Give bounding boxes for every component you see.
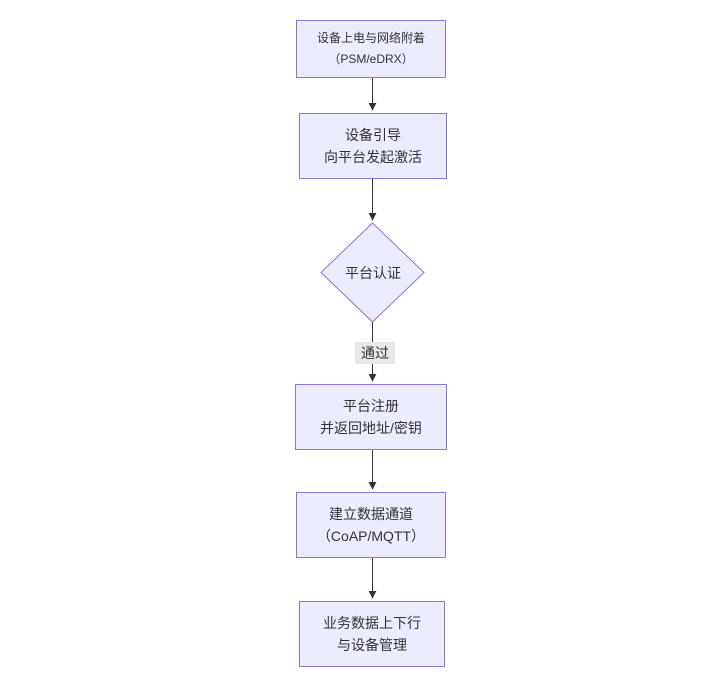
node-bootstrap-line2: 向平台发起激活 — [324, 149, 422, 165]
node-bootstrap: 设备引导 向平台发起激活 — [299, 113, 447, 179]
node-auth-line1: 平台认证 — [345, 264, 401, 281]
node-business-data-line2: 与设备管理 — [337, 637, 407, 653]
node-power-attach-line2: （PSM/eDRX） — [328, 52, 414, 66]
node-register: 平台注册 并返回地址/密钥 — [295, 384, 447, 450]
node-power-attach: 设备上电与网络附着 （PSM/eDRX） — [296, 20, 446, 78]
node-data-channel-line2: （CoAP/MQTT） — [316, 528, 426, 544]
node-data-channel: 建立数据通道 （CoAP/MQTT） — [296, 492, 446, 558]
node-register-line1: 平台注册 — [343, 398, 399, 414]
decision-diamond-auth — [320, 222, 425, 323]
node-business-data: 业务数据上下行 与设备管理 — [299, 601, 445, 667]
node-business-data-line1: 业务数据上下行 — [323, 615, 421, 631]
node-bootstrap-line1: 设备引导 — [345, 127, 401, 143]
node-auth-label: 平台认证 — [323, 258, 423, 287]
node-data-channel-line1: 建立数据通道 — [329, 506, 413, 522]
node-power-attach-line1: 设备上电与网络附着 — [316, 31, 425, 45]
edge-label-pass: 通过 — [355, 342, 395, 364]
node-register-line2: 并返回地址/密钥 — [320, 420, 422, 436]
